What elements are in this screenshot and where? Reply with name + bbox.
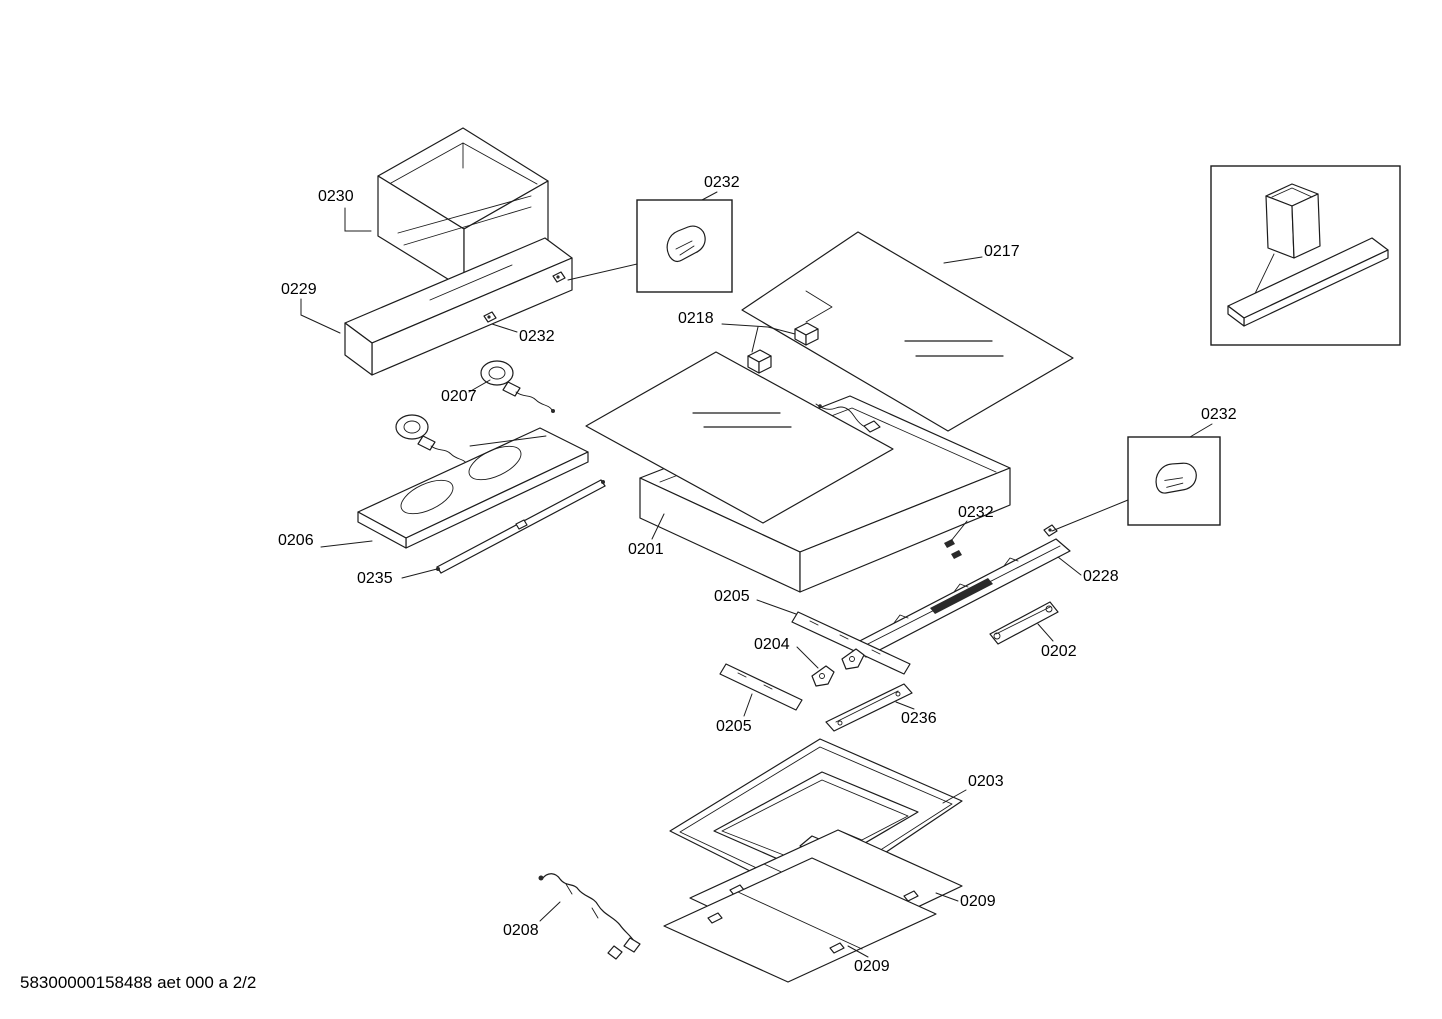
clip-icon bbox=[1155, 462, 1197, 494]
part-0207-motors bbox=[395, 360, 555, 467]
part-label-0208: 0208 bbox=[503, 922, 539, 939]
part-label-0235: 0235 bbox=[357, 570, 393, 587]
leader-0206 bbox=[320, 540, 373, 548]
part-label-0218: 0218 bbox=[678, 310, 714, 327]
inset-assembled-view bbox=[1210, 165, 1401, 346]
part-label-0232-top: 0232 bbox=[704, 174, 740, 191]
leader-0232-top bbox=[701, 191, 718, 201]
part-0206-filter-frame bbox=[357, 427, 589, 549]
part-0218-clamps bbox=[747, 322, 819, 374]
leader-0232-on-0229 bbox=[491, 323, 518, 333]
callout-box-0232-top bbox=[636, 199, 733, 293]
part-label-0228: 0228 bbox=[1083, 568, 1119, 585]
part-label-0204: 0204 bbox=[754, 636, 790, 653]
part-0205-rail-lower bbox=[719, 663, 803, 711]
part-label-0202: 0202 bbox=[1041, 643, 1077, 660]
part-label-0206: 0206 bbox=[278, 532, 314, 549]
part-0217-glass-panel-upper bbox=[741, 231, 1074, 432]
leader-0218 bbox=[721, 323, 796, 335]
leader-0205-upper bbox=[756, 599, 797, 615]
part-0202-rail bbox=[989, 601, 1059, 645]
leader-0209-lower bbox=[847, 945, 869, 958]
callout-box-0232-right bbox=[1127, 436, 1221, 526]
clip-icon bbox=[666, 225, 706, 263]
part-0209-panel-lower bbox=[663, 857, 937, 983]
part-label-0203: 0203 bbox=[968, 773, 1004, 790]
part-label-0217: 0217 bbox=[984, 243, 1020, 260]
leader-0204 bbox=[796, 646, 819, 669]
part-label-0209-upper: 0209 bbox=[960, 893, 996, 910]
leader-0209-upper bbox=[935, 892, 959, 902]
part-label-0230: 0230 bbox=[318, 188, 354, 205]
leader-0232-box-to-part bbox=[567, 263, 638, 281]
leader-0229 bbox=[300, 298, 341, 334]
leader-0207 bbox=[468, 379, 491, 393]
part-label-0236: 0236 bbox=[901, 710, 937, 727]
part-0235-rod bbox=[436, 479, 606, 574]
leader-0217 bbox=[943, 256, 983, 264]
leader-0232-right bbox=[1189, 423, 1213, 438]
part-label-0201: 0201 bbox=[628, 541, 664, 558]
leader-0202 bbox=[1037, 623, 1054, 642]
part-0204-hinges bbox=[811, 648, 865, 687]
part-label-0232-on-0229: 0232 bbox=[519, 328, 555, 345]
part-0205-rail-upper bbox=[791, 611, 911, 675]
leader-0218b bbox=[751, 326, 759, 353]
leader-0235 bbox=[401, 568, 438, 579]
part-0217-glass-panel-lower bbox=[585, 351, 894, 524]
part-label-0205-lower: 0205 bbox=[716, 718, 752, 735]
part-label-0209-lower: 0209 bbox=[854, 958, 890, 975]
part-0228-rail bbox=[851, 524, 1071, 658]
leader-0232-screws bbox=[950, 520, 968, 542]
part-0229-mounting-bracket bbox=[344, 237, 573, 376]
part-label-0232-right: 0232 bbox=[1201, 406, 1237, 423]
leader-0208 bbox=[539, 901, 561, 922]
part-label-0207: 0207 bbox=[441, 388, 477, 405]
leader-0236 bbox=[895, 701, 915, 710]
leader-0228 bbox=[1057, 556, 1082, 576]
part-0208-cable bbox=[538, 873, 641, 960]
leader-0230 bbox=[344, 207, 372, 232]
leader-lines bbox=[300, 191, 1213, 958]
part-0236-bracket bbox=[825, 683, 913, 732]
document-number: 58300000158488 aet 000 a 2/2 bbox=[20, 973, 257, 992]
leader-0232-right-box-to-part bbox=[1051, 499, 1129, 532]
part-label-0229: 0229 bbox=[281, 281, 317, 298]
part-label-0232-screws: 0232 bbox=[958, 504, 994, 521]
leader-0201 bbox=[651, 513, 665, 540]
part-label-0205-upper: 0205 bbox=[714, 588, 750, 605]
leader-0205-lower bbox=[743, 693, 753, 717]
part-0230-duct-cover bbox=[377, 127, 549, 290]
leader-0203 bbox=[942, 789, 967, 804]
part-0232-screws bbox=[944, 539, 962, 559]
